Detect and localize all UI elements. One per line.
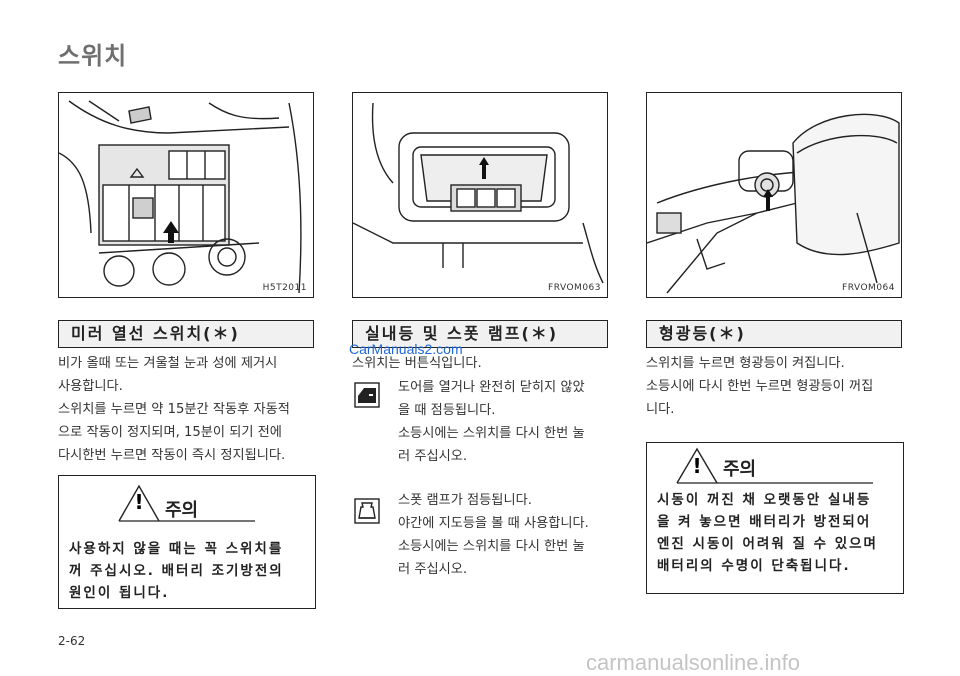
caution-line: 배터리의 수명이 단축됩니다. [657, 558, 851, 574]
text-line: 소등시에 다시 한번 누르면 형광등이 꺼집 [646, 379, 874, 394]
figure-code: H5T2011 [262, 283, 307, 293]
text-line: 사용합니다. [58, 379, 123, 394]
caution-line: 꺼 주십시오. 배터리 조기방전의 [69, 563, 284, 579]
section-title: 스위치 [58, 42, 128, 70]
figure-fluorescent-lamp: FRVOM064 [646, 92, 902, 298]
door-icon [354, 382, 380, 408]
caution-line: 원인이 됩니다. [69, 585, 170, 601]
mirror-heater-description: 비가 올때 또는 겨울철 눈과 성에 제거시 사용합니다. 스위치를 누르면 약… [58, 352, 318, 467]
text-line: 스위치를 누르면 형광등이 켜집니다. [646, 356, 845, 371]
text-line: 다시한번 누르면 작동이 즉시 정지됩니다. [58, 448, 286, 463]
footer-watermark: carmanualsonline.info [586, 650, 801, 675]
caution-line: 시동이 꺼진 채 오랫동안 실내등 [657, 492, 872, 508]
spot-lamp-icon [354, 498, 380, 524]
figure-mirror-heater-switch: H5T2011 [58, 92, 314, 298]
fluorescent-lamp-description: 스위치를 누르면 형광등이 켜집니다. 소등시에 다시 한번 누르면 형광등이 … [646, 352, 904, 421]
caution-title: 주의 [165, 500, 199, 521]
exclamation-icon: ! [134, 490, 143, 514]
figure-code: FRVOM064 [842, 283, 895, 293]
spot-lamp-text: 스폿 램프가 점등됩니다. 야간에 지도등을 볼 때 사용합니다. 소등시에는 … [398, 489, 608, 581]
caution-header-graphic: ! [118, 484, 255, 522]
caution-text: 시동이 꺼진 채 오랫동안 실내등 을 켜 놓으면 배터리가 방전되어 엔진 시… [657, 489, 899, 577]
warning-triangle-icon [118, 484, 160, 522]
heading-fluorescent-lamp: 형광등(＊) [646, 320, 902, 348]
text-line: 야간에 지도등을 볼 때 사용합니다. [398, 516, 589, 531]
heading-mirror-heater-switch: 미러 열선 스위치(＊) [58, 320, 314, 348]
caution-line: 사용하지 않을 때는 꼭 스위치를 [69, 541, 284, 557]
fluorescent-lamp-illustration [647, 113, 900, 294]
caution-box-mirror: ! 주의 사용하지 않을 때는 꼭 스위치를 꺼 주십시오. 배터리 조기방전의… [58, 475, 316, 609]
figure-code: FRVOM063 [548, 283, 601, 293]
page-number: 2-62 [58, 634, 86, 648]
text-line: 러 주십시오. [398, 449, 468, 464]
room-lamp-intro: 스위치는 버튼식입니다. [352, 356, 482, 371]
dashboard-switch-illustration [59, 100, 302, 294]
heading-room-spot-lamp: 실내등 및 스폿 램프(＊) [352, 320, 608, 348]
site-watermark: CarManuals2.com [349, 341, 463, 357]
text-line: 스폿 램프가 점등됩니다. [398, 493, 532, 508]
text-line: 을 때 점등됩니다. [398, 403, 496, 418]
text-line: 니다. [646, 402, 675, 417]
caution-line: 을 켜 놓으면 배터리가 방전되어 [657, 514, 872, 530]
caution-line: 엔진 시동이 어려워 질 수 있으며 [657, 536, 878, 552]
text-line: 으로 작동이 정지되며, 15분이 되기 전에 [58, 425, 282, 440]
caution-header-graphic: ! [676, 447, 873, 484]
caution-box-fluorescent: ! 주의 시동이 꺼진 채 오랫동안 실내등 을 켜 놓으면 배터리가 방전되어… [646, 442, 904, 594]
exclamation-icon: ! [692, 454, 701, 478]
figure-room-lamp: FRVOM063 [352, 92, 608, 298]
text-line: 러 주십시오. [398, 562, 468, 577]
text-line: 도어를 열거나 완전히 닫히지 않았 [398, 380, 585, 395]
caution-title: 주의 [723, 459, 757, 480]
caution-text: 사용하지 않을 때는 꼭 스위치를 꺼 주십시오. 배터리 조기방전의 원인이 … [69, 538, 311, 604]
room-lamp-illustration [353, 102, 604, 284]
text-line: 비가 올때 또는 겨울철 눈과 성에 제거시 [58, 356, 278, 371]
text-line: 소등시에는 스위치를 다시 한번 눌 [398, 539, 585, 554]
warning-triangle-icon [676, 447, 718, 484]
text-line: 소등시에는 스위치를 다시 한번 눌 [398, 426, 585, 441]
room-lamp-door-text: 도어를 열거나 완전히 닫히지 않았 을 때 점등됩니다. 소등시에는 스위치를… [398, 376, 608, 468]
text-line: 스위치를 누르면 약 15분간 작동후 자동적 [58, 402, 290, 417]
